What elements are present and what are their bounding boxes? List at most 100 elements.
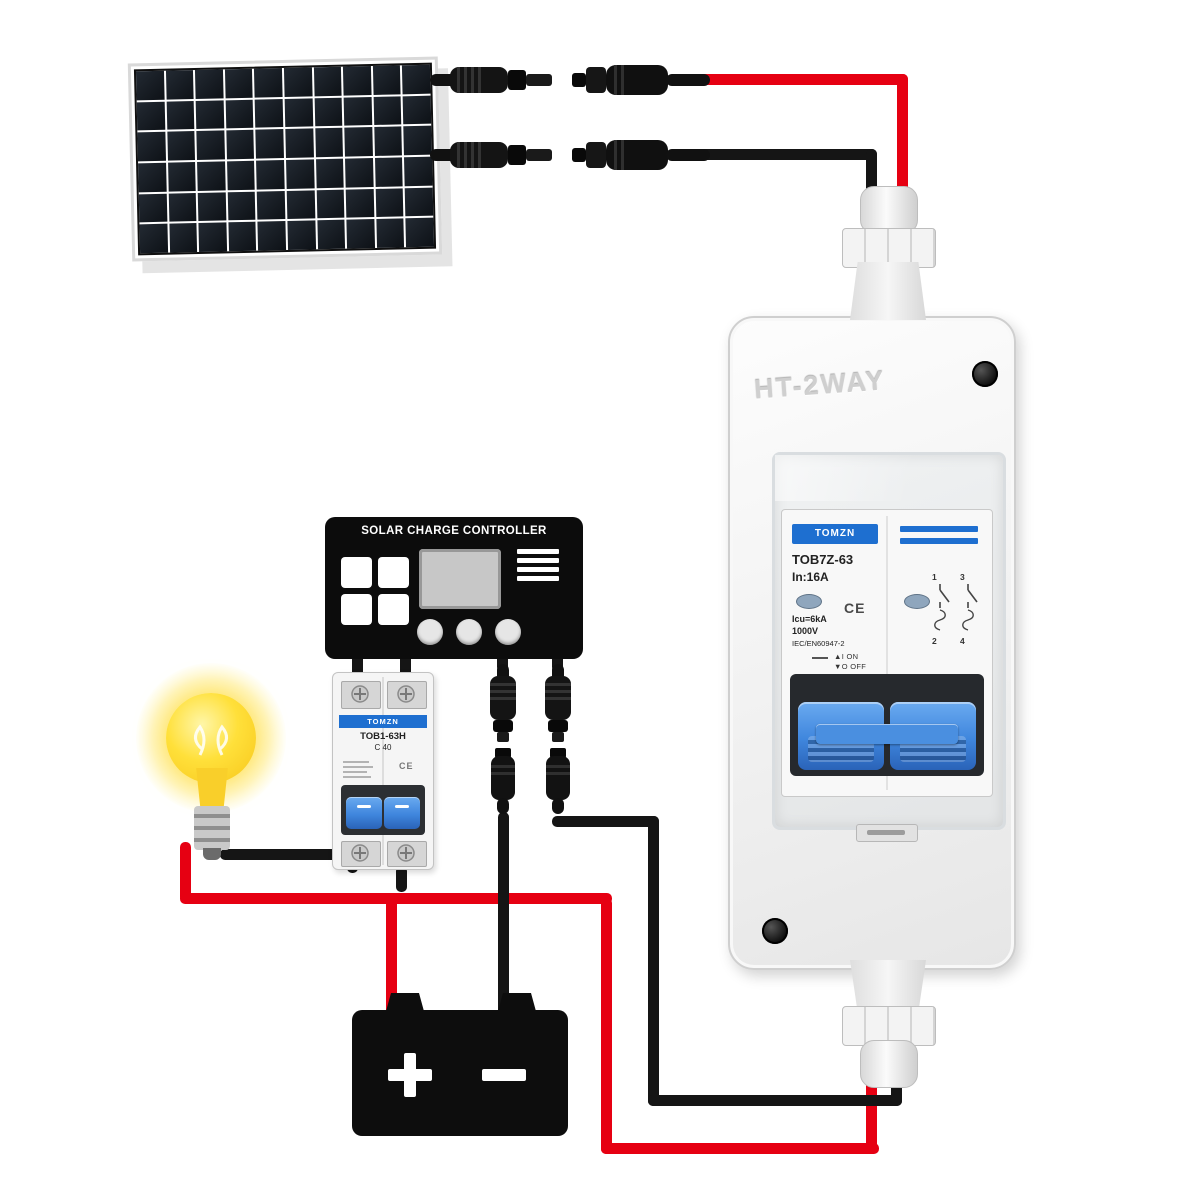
din-breaker: TOMZN TOB7Z-63 In:16A CE Icu=6kA 1000V I… (781, 509, 993, 797)
solar-cell (375, 187, 404, 218)
solar-cell (166, 131, 196, 161)
solar-cell (138, 193, 167, 223)
solar-cell (255, 129, 284, 159)
solar-cell (343, 96, 373, 126)
wire-red-right-drop (601, 898, 612, 1154)
solar-cell (195, 100, 225, 130)
breaker-seam (382, 677, 384, 865)
solar-cell (314, 97, 343, 127)
battery-positive-symbol (404, 1053, 416, 1097)
battery (352, 1010, 568, 1136)
solar-cell-grid (133, 62, 437, 256)
wire-red-bottom-run (180, 893, 612, 904)
solar-cell (402, 95, 432, 125)
controller-title: SOLAR CHARGE CONTROLLER (361, 525, 547, 537)
controller-button (495, 619, 521, 645)
enclosure-screw (972, 361, 998, 387)
solar-cell (315, 158, 344, 188)
solar-cell (286, 159, 315, 189)
solar-cell (404, 156, 433, 186)
wire-black-bottom-horizontal (648, 1095, 902, 1106)
solar-cell (226, 160, 256, 190)
controller-buttons (417, 619, 521, 645)
brand-band: TOMZN (792, 524, 878, 544)
solar-cell (228, 222, 257, 252)
standard-label: IEC/EN60947-2 (792, 639, 845, 648)
battery-terminal-positive (385, 993, 425, 1015)
indicator-square (341, 594, 372, 625)
solar-cell (286, 189, 315, 220)
solar-cell (403, 126, 432, 156)
battery-terminal-negative (497, 993, 537, 1015)
pole-stripe (900, 526, 978, 532)
bulb-tip (203, 848, 221, 860)
solar-cell (256, 160, 285, 190)
wire-controller-breaker-right (400, 650, 411, 682)
wire-black-breaker-stub-right (396, 866, 407, 892)
rating-label: C 40 (374, 743, 392, 752)
controller-button (417, 619, 443, 645)
wire-red-panel-to-box (690, 74, 908, 85)
solar-cell (285, 128, 314, 158)
bulb-base (194, 806, 230, 850)
wire-black-box-drop (866, 149, 877, 211)
brand-label: TOMZN (367, 717, 399, 726)
pole-number: 3 (960, 572, 965, 582)
wire-black-riser (648, 816, 659, 1106)
cable-gland-top-nut (842, 228, 936, 268)
solar-cell (254, 68, 283, 98)
off-indicator: ▼O OFF (834, 662, 867, 671)
indicator-grid (341, 557, 409, 625)
fine-print (343, 771, 367, 773)
solar-cell (197, 161, 226, 191)
solar-cell (135, 70, 165, 101)
solar-cell (166, 100, 195, 130)
solar-cell (138, 162, 167, 192)
solar-cell (402, 64, 431, 94)
voltage-label: 1000V (792, 626, 819, 636)
solar-cell (405, 217, 435, 248)
solar-cell (344, 127, 373, 157)
solar-cell (169, 223, 198, 253)
wire-black-battery (498, 812, 509, 1022)
controller-button (456, 619, 482, 645)
wire-red-bulb-drop (180, 842, 191, 902)
model-label: TOB1-63H (360, 731, 406, 742)
solar-cell (343, 66, 372, 96)
solar-cell (225, 99, 254, 129)
screw-icon (351, 844, 369, 862)
load-breaker: TOMZN TOB1-63H C 40 CE (332, 672, 434, 870)
solar-cell (168, 192, 197, 222)
solar-cell (195, 69, 224, 99)
solar-cell (255, 98, 284, 128)
solar-cell (373, 96, 402, 126)
solar-cell (316, 219, 346, 250)
solar-cell (405, 187, 434, 217)
pole-stripe (900, 538, 978, 544)
pole-number: 4 (960, 636, 965, 646)
solar-cell (376, 218, 405, 248)
solar-cell (137, 132, 166, 162)
solar-cell (374, 157, 404, 187)
breaking-capacity-label: Icu=6kA (792, 614, 827, 624)
wire-controller-breaker-left (352, 650, 363, 682)
mc4-connector-pair-top (430, 65, 710, 95)
wire-black-bulb-breaker (220, 849, 354, 860)
wire-controller-mc4-left (497, 650, 508, 672)
cert-label: CE (844, 600, 866, 616)
brand-label: TOMZN (814, 528, 856, 539)
solar-cell (224, 68, 253, 98)
model-label: TOB7Z-63 (792, 552, 854, 567)
wire-controller-mc4-right (552, 650, 563, 672)
solar-cell (136, 101, 165, 131)
wire-red-battery (386, 898, 397, 1022)
solar-cell (345, 188, 375, 218)
menu-lines-icon (517, 549, 559, 585)
solar-cell (287, 220, 316, 250)
solar-cell (313, 66, 342, 96)
solar-cell (197, 192, 227, 222)
breaker-seam (886, 516, 888, 790)
mc4-connector-pair-vertical-right (545, 664, 571, 814)
solar-cell (139, 224, 168, 254)
